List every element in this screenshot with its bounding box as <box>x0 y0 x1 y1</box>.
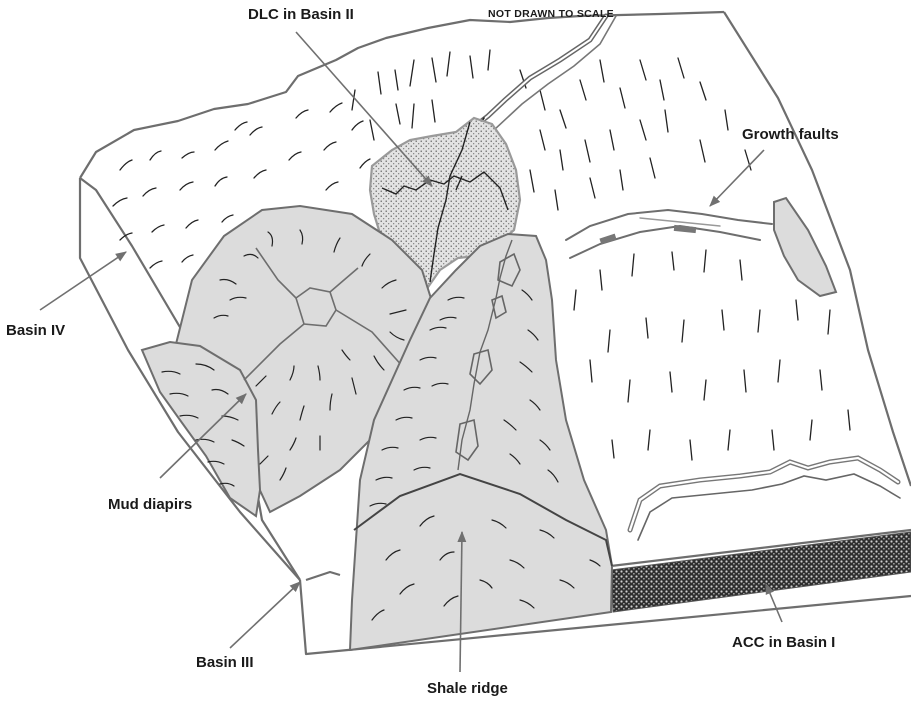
growth-faults <box>566 210 772 258</box>
label-dlc: DLC in Basin II <box>248 6 354 23</box>
growth-fault-block <box>774 198 836 296</box>
label-basin-iii: Basin III <box>196 654 254 671</box>
arrow-basin-iii <box>230 582 300 648</box>
label-basin-iv: Basin IV <box>6 322 65 339</box>
label-growth-faults: Growth faults <box>742 126 839 143</box>
label-acc: ACC in Basin I <box>732 634 835 651</box>
label-mud-diapirs: Mud diapirs <box>108 496 192 513</box>
arrow-basin-iv <box>40 252 126 310</box>
label-shale-ridge: Shale ridge <box>427 680 508 697</box>
not-to-scale-note: NOT DRAWN TO SCALE <box>488 8 614 20</box>
arrow-growth-faults <box>710 150 764 206</box>
fault-marker-2 <box>674 225 697 233</box>
fault-marker-1 <box>599 234 616 245</box>
basin-i-channels <box>630 458 900 540</box>
